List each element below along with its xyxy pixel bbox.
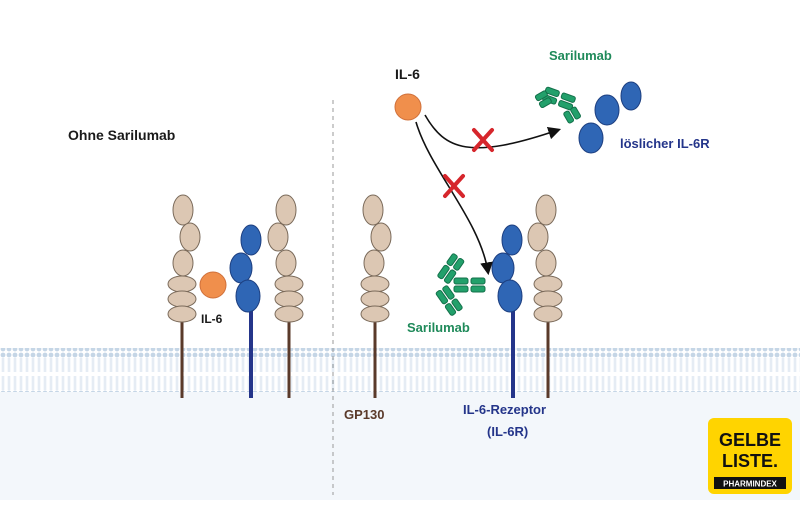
logo-line1: GELBE <box>719 430 781 450</box>
cell-membrane <box>0 348 800 392</box>
gp130-left-a <box>167 194 201 398</box>
gp130-label: GP130 <box>344 407 384 422</box>
sarilumab-antibody-bound <box>435 253 486 316</box>
sarilumab-label-top: Sarilumab <box>549 48 612 63</box>
ohne-sarilumab-label: Ohne Sarilumab <box>68 127 175 143</box>
soluble-il6r <box>578 81 642 154</box>
gelbe-liste-logo: GELBE LISTE. PHARMINDEX <box>708 418 792 494</box>
il6r-left <box>229 224 262 398</box>
il6-molecule-left <box>199 271 227 299</box>
arrow-to-soluble-receptor <box>424 114 562 149</box>
il6r-abbrev-label: (IL-6R) <box>487 424 528 439</box>
block-x-icon-top <box>472 128 494 152</box>
il6-label-right: IL-6 <box>395 66 420 82</box>
il6-molecule-right <box>394 93 422 121</box>
logo-line3: PHARMINDEX <box>723 480 777 489</box>
arrow-to-membrane-receptor <box>415 121 493 276</box>
gp130-left-b <box>267 194 304 398</box>
cytoplasm-area <box>0 392 800 500</box>
il6-label-left: IL-6 <box>201 312 223 326</box>
gp130-right-b <box>527 194 563 398</box>
il6-rezeptor-label: IL-6-Rezeptor <box>463 402 546 417</box>
sarilumab-label-bottom: Sarilumab <box>407 320 470 335</box>
block-x-icon-bottom <box>443 174 465 198</box>
sarilumab-antibody-soluble <box>534 86 581 124</box>
loeslicher-il6r-label: löslicher IL-6R <box>620 136 710 151</box>
logo-line2: LISTE. <box>722 451 778 471</box>
il6r-right <box>491 224 523 398</box>
gp130-right-a <box>360 194 392 398</box>
